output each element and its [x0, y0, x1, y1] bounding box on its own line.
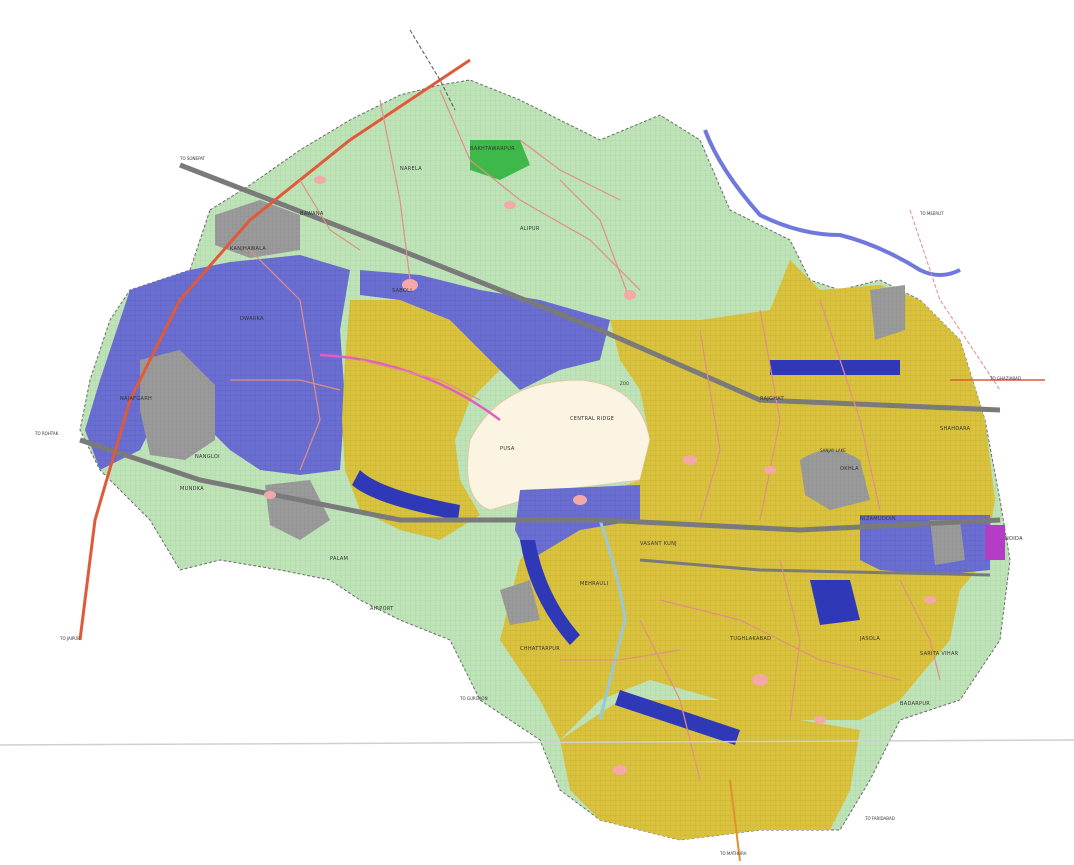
- label-noida: NOIDA: [1005, 536, 1023, 542]
- label-sonepat: TO SONEPAT: [179, 156, 206, 161]
- label-zoo: ZOO: [620, 381, 629, 386]
- public-zone-south: [500, 580, 540, 625]
- south-commercial-strip: [615, 690, 740, 745]
- local-road-network: [230, 89, 941, 781]
- label-mehrauli: MEHRAULI: [580, 581, 608, 587]
- river: [703, 129, 961, 277]
- arterial-road-diagonal: [78, 58, 471, 641]
- boundary-line-east: [909, 209, 1001, 391]
- public-zone-northeast: [870, 285, 905, 340]
- railway-line-central: [79, 437, 1001, 533]
- label-badarpur: BADARPUR: [900, 701, 930, 707]
- recreational-park: [470, 140, 530, 180]
- label-rajghat: RAJGHAT: [760, 396, 785, 402]
- public-zone-north: [215, 200, 300, 258]
- southeast-commercial: [810, 580, 860, 625]
- label-kanjhawala: KANJHAWALA: [230, 246, 266, 252]
- label-mathura: TO MATHURA: [719, 851, 747, 856]
- public-zone-east-lake: [800, 450, 870, 510]
- label-saboli: SABOLI: [392, 288, 412, 294]
- industrial-zone: [985, 525, 1005, 560]
- label-sarita-vihar: SARITA VIHAR: [920, 651, 959, 657]
- scan-fold-line: [0, 739, 1074, 746]
- south-residential-zone: [560, 700, 860, 840]
- west-ring-commercial: [352, 470, 460, 520]
- label-lake: SANJAY LAKE: [820, 448, 846, 453]
- northeast-commercial: [770, 360, 900, 375]
- label-dwarka: DWARKA: [240, 316, 264, 322]
- label-north: BAKHTAWARPUR: [470, 146, 515, 152]
- label-jasola: JASOLA: [859, 636, 880, 642]
- central-residential-zone: [342, 300, 500, 540]
- arc-commercial-strip: [520, 540, 580, 645]
- label-okhla: OKHLA: [840, 466, 859, 472]
- river-south: [598, 519, 627, 721]
- label-ghaziabad: TO GHAZIABAD: [989, 376, 1021, 381]
- label-mundka: MUNDKA: [180, 486, 204, 492]
- label-meerut: TO MEERUT: [919, 211, 944, 216]
- label-ridge: CENTRAL RIDGE: [570, 416, 614, 422]
- label-shahdara: SHAHDARA: [940, 426, 971, 432]
- label-pusa: PUSA: [500, 446, 515, 452]
- label-gurgaon: TO GURGAON: [459, 696, 488, 701]
- railway-line-east: [639, 558, 991, 577]
- place-labels: BAKHTAWARPUR SABOLI OKHLA NANGLOI NAJAFG…: [34, 146, 1023, 856]
- boundary-line-north: [409, 29, 456, 111]
- label-faridabad: TO FARIDABAD: [864, 816, 895, 821]
- north-central-commercial: [360, 270, 610, 390]
- arterial-road-south: [729, 779, 741, 862]
- label-tughlakabad: TUGHLAKABAD: [729, 636, 771, 642]
- label-nizamuddin: NIZAMUDDIN: [860, 516, 896, 522]
- label-najafgarh: NAJAFGARH: [120, 396, 152, 402]
- district-centres: [264, 176, 936, 775]
- public-zone-west: [140, 350, 215, 460]
- label-alipur: ALIPUR: [520, 226, 540, 232]
- label-jaipur: TO JAIPUR: [59, 636, 80, 641]
- label-bawana: BAWANA: [300, 211, 324, 217]
- label-airport: AIRPORT: [370, 606, 394, 612]
- label-nangloi: NANGLOI: [195, 454, 220, 460]
- label-palam: PALAM: [330, 556, 348, 562]
- central-institutional-zone: [467, 379, 651, 511]
- label-chhattarpur: CHHATTARPUR: [520, 646, 560, 652]
- label-rohtak: TO ROHTAK: [34, 431, 59, 436]
- label-vasant-kunj: VASANT KUNJ: [640, 541, 677, 547]
- railway-line-north: [179, 162, 1001, 413]
- public-zone-east: [930, 520, 965, 565]
- label-narela: NARELA: [400, 166, 422, 172]
